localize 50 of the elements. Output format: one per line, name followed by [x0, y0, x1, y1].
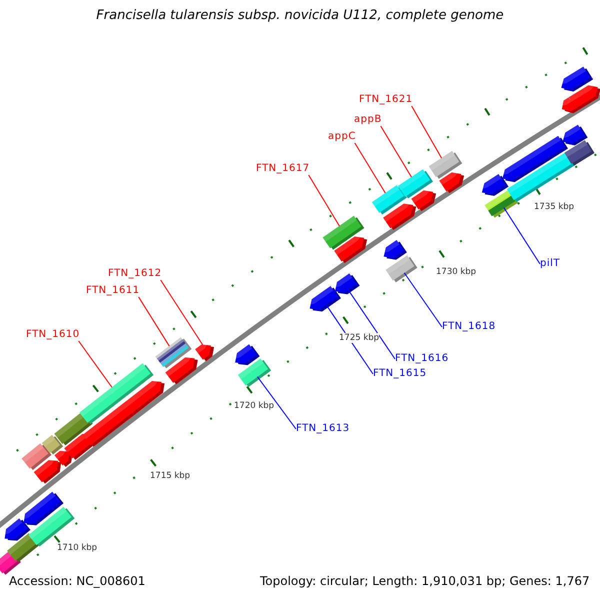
gene-block [82, 378, 165, 447]
scale-label: 1710 kbp [57, 543, 98, 553]
gene-label: FTN_1617 [256, 163, 310, 175]
genome-info-text: Topology: circular; Length: 1,910,031 bp; Genes: 1,767 [260, 574, 590, 588]
leader-line [404, 272, 442, 328]
gene-block [332, 273, 360, 294]
scale-label: 1720 kbp [234, 401, 274, 411]
gene-block [308, 286, 341, 312]
leader-line [256, 376, 296, 430]
gene-block [559, 66, 594, 92]
leader-line [354, 142, 386, 194]
scale-label: 1730 kbp [436, 267, 476, 277]
gene-label: pilT [540, 258, 560, 270]
gene-label: FTN_1616 [395, 353, 449, 365]
gene-block [165, 355, 198, 384]
gene-block [334, 234, 368, 264]
gene-box [506, 152, 576, 202]
gene-block [560, 124, 588, 146]
leader-line [503, 207, 540, 264]
gene-label: FTN_1615 [373, 368, 427, 380]
gene-block [411, 188, 436, 212]
gene-label: FTN_1613 [296, 423, 350, 435]
gene-block [439, 170, 464, 194]
gene-label: FTN_1612 [108, 268, 162, 280]
leader-line [138, 296, 170, 347]
title: Francisella tularensis subsp. novicida U112, complete genome [95, 8, 505, 23]
gene-block [382, 240, 407, 260]
accession-text: Accession: NC_008601 [9, 574, 146, 588]
leader-line [348, 289, 396, 360]
gene-label: FTN_1621 [359, 94, 413, 106]
scale-label: 1735 kbp [534, 202, 574, 212]
gene-block [34, 458, 62, 484]
gene-block [232, 344, 260, 366]
gene-block [195, 342, 214, 362]
scale-label: 1725 kbp [339, 333, 380, 343]
gene-box [564, 140, 594, 166]
gene-block [480, 174, 508, 196]
gene-block [383, 202, 416, 230]
gene-label: appC [328, 131, 356, 143]
gene-label: FTN_1610 [26, 329, 80, 341]
leader-line [326, 304, 374, 374]
gene-label: appB [354, 114, 382, 126]
leader-line [308, 174, 340, 227]
leader-line [160, 280, 204, 346]
leader-line [380, 126, 412, 178]
gene-label: FTN_1611 [86, 285, 140, 297]
leader-line [78, 340, 112, 388]
leader-line [411, 106, 442, 159]
scale-label: 1715 kbp [150, 471, 190, 481]
gene-label: FTN_1618 [442, 321, 496, 333]
